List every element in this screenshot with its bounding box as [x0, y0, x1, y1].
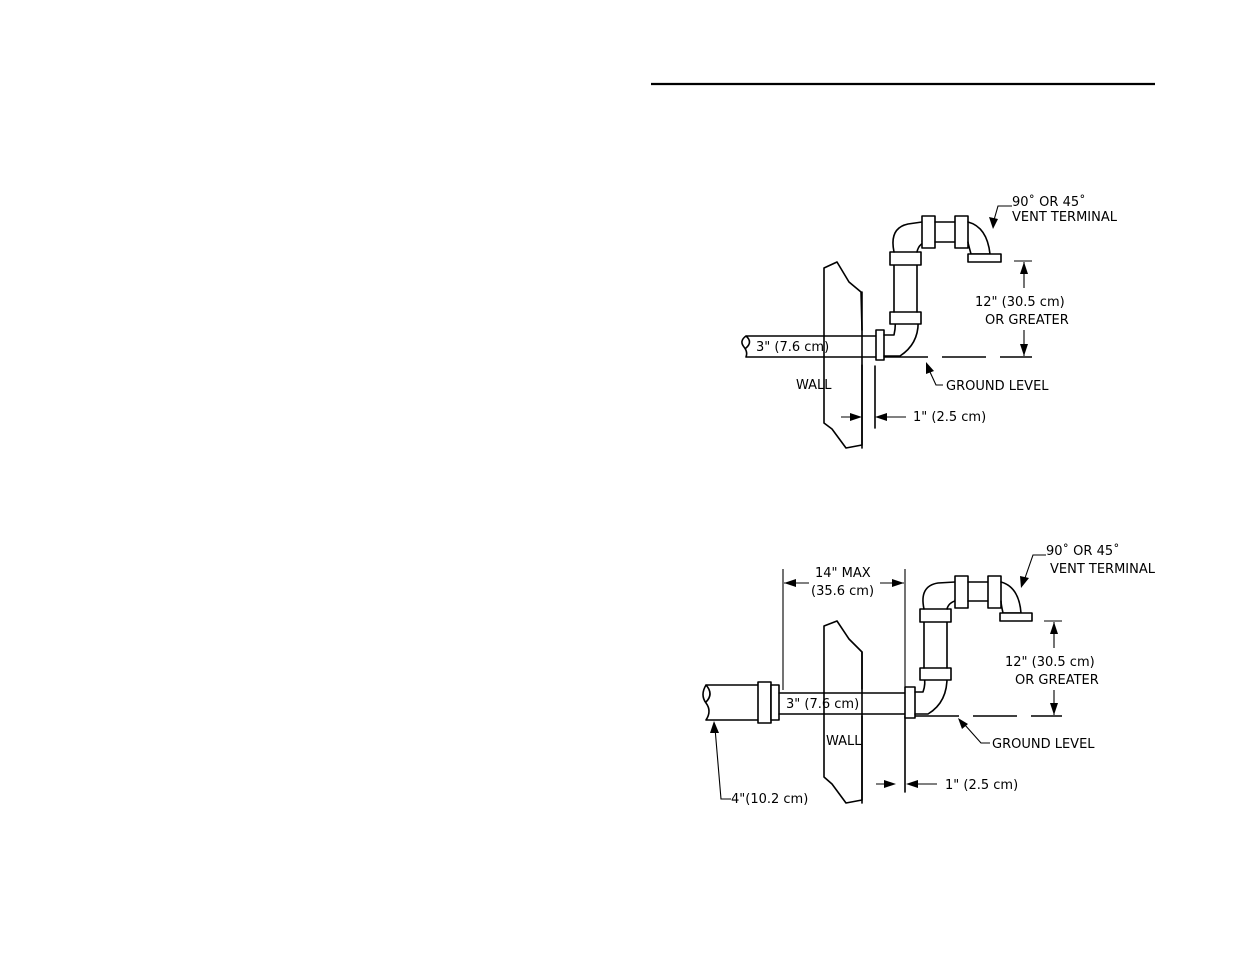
pipe-4in	[702, 684, 759, 721]
elbow-bottom	[914, 674, 948, 715]
terminal-label-1: 90˚ OR 45˚	[1012, 194, 1086, 210]
height-dim-arrow-up	[1050, 622, 1058, 634]
ground-label: GROUND LEVEL	[992, 737, 1095, 752]
height-label-2: OR GREATER	[1015, 673, 1099, 688]
terminal-mouth	[999, 612, 1033, 622]
pipe-label: 3" (7.6 cm)	[786, 697, 859, 712]
terminal-elbow	[967, 221, 991, 255]
height-dim-arrow-down	[1050, 703, 1058, 715]
terminal-leader	[1024, 554, 1046, 579]
height-dim-arrow-up	[1020, 262, 1028, 274]
ground-leader-arrow	[926, 362, 934, 374]
riser-coupling	[919, 608, 952, 623]
max-dim-arrow-right	[892, 579, 904, 587]
figure-1-vent-diagram: 90˚ OR 45˚ VENT TERMINAL 12" (30.5 cm) O…	[741, 194, 1118, 449]
riser-pipe	[923, 621, 948, 669]
pipe-3in	[741, 335, 877, 358]
offset-dim-arrow-right	[875, 413, 887, 421]
terminal-coupling-2	[987, 575, 1002, 609]
figure-2-vent-diagram: 90˚ OR 45˚ VENT TERMINAL 14" MAX (35.6 c…	[702, 543, 1156, 807]
coupling	[875, 329, 885, 361]
terminal-pipe	[934, 221, 956, 243]
terminal-leader	[993, 205, 1012, 221]
riser-coupling	[889, 251, 922, 266]
offset-label: 1" (2.5 cm)	[913, 410, 986, 425]
reducer-leader-arrow	[710, 721, 719, 733]
pipe-3in	[778, 692, 906, 715]
wall-label: WALL	[826, 734, 862, 749]
terminal-leader-arrow	[989, 217, 998, 229]
ground-leader	[964, 724, 990, 744]
ground-leader	[929, 371, 943, 386]
terminal-label-2: VENT TERMINAL	[1050, 562, 1156, 577]
max-label-1: 14" MAX	[815, 566, 871, 581]
reducer-label: 4"(10.2 cm)	[731, 792, 808, 807]
offset-dim-arrow-left	[884, 780, 896, 788]
height-dim-arrow-down	[1020, 344, 1028, 356]
wall-label: WALL	[796, 378, 832, 393]
offset-label: 1" (2.5 cm)	[945, 778, 1018, 793]
riser-pipe	[893, 264, 918, 313]
wall-section	[823, 261, 863, 449]
terminal-coupling-1	[954, 575, 969, 609]
height-label-1: 12" (30.5 cm)	[1005, 655, 1095, 670]
max-dim-arrow-left	[784, 579, 796, 587]
reducer-band	[770, 684, 780, 721]
terminal-mouth	[967, 253, 1002, 263]
wall-section	[823, 620, 863, 804]
reducer	[757, 681, 772, 724]
height-label-2: OR GREATER	[985, 313, 1069, 328]
max-label-2: (35.6 cm)	[811, 584, 874, 599]
terminal-coupling-2	[954, 215, 969, 249]
terminal-coupling-1	[921, 215, 936, 249]
terminal-leader-arrow	[1020, 576, 1029, 588]
terminal-pipe	[967, 581, 989, 602]
coupling	[904, 686, 916, 719]
terminal-label-1: 90˚ OR 45˚	[1046, 543, 1120, 559]
height-label-1: 12" (30.5 cm)	[975, 295, 1065, 310]
ground-leader-arrow	[958, 718, 968, 729]
elbow-collar	[919, 667, 952, 681]
offset-dim-arrow-right	[906, 780, 918, 788]
offset-dim-arrow-left	[850, 413, 862, 421]
terminal-label-2: VENT TERMINAL	[1012, 210, 1118, 225]
ground-label: GROUND LEVEL	[946, 379, 1049, 394]
terminal-elbow	[1000, 581, 1022, 614]
reducer-leader	[714, 727, 731, 800]
pipe-label: 3" (7.6 cm)	[756, 340, 829, 355]
elbow-collar	[889, 311, 922, 325]
